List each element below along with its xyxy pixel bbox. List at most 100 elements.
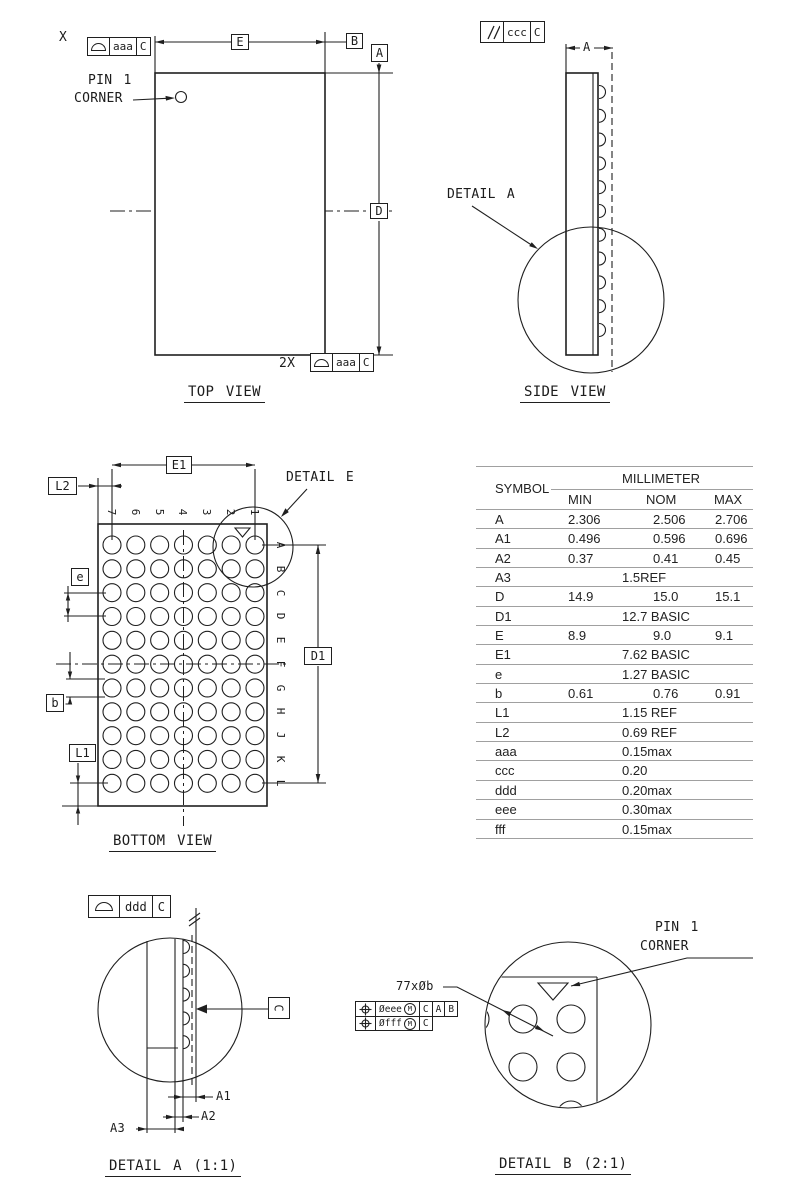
mmc-icon: M (403, 1003, 416, 1015)
row-label-F: F (274, 660, 288, 668)
dim-label-A-side: A (580, 40, 594, 54)
profile-surface-icon (88, 38, 109, 55)
row-label-G: G (274, 684, 288, 692)
fcf-tolerance: aaa (332, 354, 359, 371)
detail-b-pin1-leader (570, 957, 753, 987)
position-icon (356, 1017, 375, 1030)
detail-a-circle (517, 226, 665, 374)
dim-label-L1: L1 (69, 744, 96, 762)
col-label-3: 3 (200, 508, 214, 516)
detail-a-linework (97, 908, 269, 1133)
table-header-unit-row: SYMBOL MILLIMETER (476, 466, 753, 496)
row-label-L: L (274, 779, 288, 787)
dim-label-e: e (71, 568, 89, 586)
profile-surface-icon (311, 354, 332, 371)
col-header-symbol: SYMBOL (495, 481, 550, 496)
row-label-D: D (274, 612, 288, 620)
profile-surface-icon (89, 896, 119, 917)
position-icon (356, 1002, 375, 1016)
fcf-parallelism-ccc: ccc C (480, 21, 545, 43)
detail-a-title: DETAIL A (1:1) (105, 1158, 242, 1177)
x-count-label: X (59, 30, 68, 45)
detail-e-leader (283, 488, 308, 515)
top-view-title: TOP VIEW (184, 384, 265, 403)
col-label-4: 4 (176, 508, 190, 516)
col-label-2: 2 (224, 508, 238, 516)
col-label-7: 7 (105, 508, 119, 516)
col-header-max: MAX (714, 492, 743, 507)
fcf-datum-1: C (418, 1017, 432, 1030)
pin1-leader (132, 97, 168, 101)
side-view-title: SIDE VIEW (520, 384, 610, 403)
detail-e-circle (212, 506, 294, 588)
fcf-tolerance: ccc (503, 22, 530, 42)
fcf-profile-aaa-top: aaa C (87, 37, 151, 56)
row-label-J: J (274, 731, 288, 739)
two-x-count-label: 2X (279, 356, 296, 371)
detail-b-pin1-line1: PIN 1 (655, 920, 699, 935)
detail-b-view-circle (484, 941, 652, 1109)
bottom-view-title: BOTTOM VIEW (109, 833, 217, 852)
ball-grid (102, 535, 265, 793)
detail-e-callout: DETAIL E (286, 470, 355, 485)
dim-label-E: E (231, 34, 249, 50)
col-label-5: 5 (153, 508, 167, 516)
table-header-minmax-row: MIN NOM MAX (476, 490, 753, 510)
dim-label-A3: A3 (110, 1121, 126, 1135)
col-header-unit: MILLIMETER (622, 471, 701, 486)
fcf-datum-2: A (431, 1002, 445, 1016)
dim-label-D1: D1 (304, 647, 332, 665)
detail-a-leader (471, 205, 534, 247)
detail-a-view-circle (97, 937, 243, 1083)
bottom-view-package-outline (97, 523, 268, 807)
fcf-profile-aaa-bottom: aaa C (310, 353, 374, 372)
fcf-profile-ddd: ddd C (88, 895, 171, 918)
datum-label-C: C (268, 997, 290, 1019)
fcf-datum: C (358, 354, 373, 371)
side-view-package-outline (565, 72, 599, 356)
top-view-linework (110, 32, 393, 356)
side-view-linework (471, 44, 665, 374)
pin1-label-line1: PIN 1 (88, 73, 132, 88)
row-label-E: E (274, 636, 288, 644)
datum-c-arrow (196, 1004, 207, 1014)
dim-label-D: D (370, 203, 388, 219)
detail-b-linework (443, 941, 753, 1109)
row-label-A: A (274, 541, 288, 549)
dim-label-E1: E1 (166, 456, 192, 474)
row-label-C: C (274, 589, 288, 597)
pin1-triangle (233, 527, 252, 538)
dim-label-A1: A1 (216, 1089, 232, 1103)
top-view-package-outline (154, 72, 326, 356)
mmc-icon: M (403, 1017, 416, 1030)
detail-b-pin1-line2: CORNER (640, 939, 689, 954)
col-header-nom: NOM (646, 492, 677, 507)
ball-count-callout: 77xØb (396, 979, 434, 993)
fcf-datum: C (529, 22, 544, 42)
side-view-ball-strip (598, 84, 607, 338)
ball-diameter-leader (443, 986, 554, 1037)
pin1-label-line2: CORNER (74, 91, 123, 106)
detail-b-pin1-triangle (536, 982, 570, 1001)
fcf-datum: C (135, 38, 150, 55)
row-label-H: H (274, 707, 288, 715)
fcf-tolerance: aaa (109, 38, 136, 55)
dim-label-L2: L2 (48, 477, 77, 495)
row-label-B: B (274, 565, 288, 573)
detail-b-title: DETAIL B (2:1) (495, 1156, 632, 1175)
